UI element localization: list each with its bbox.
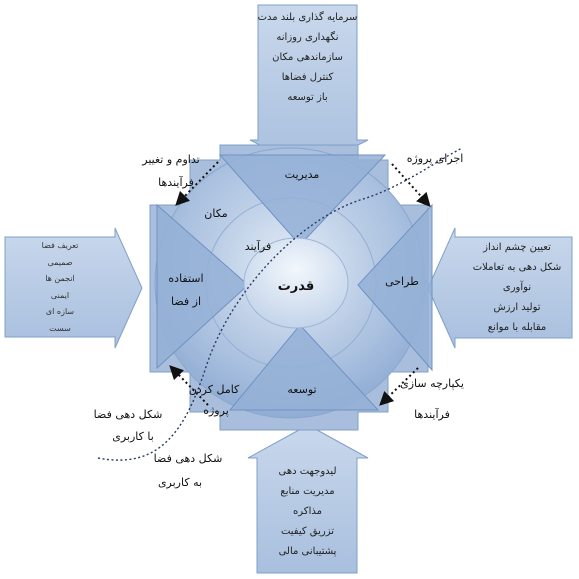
list-item: صمیمی (47, 257, 73, 267)
list-item: سازماندهی مکان (272, 52, 343, 63)
list-item: مدیریت منابع (280, 486, 335, 497)
right-box-list: تعیین چشم انداز شکل دهی به تعاملات نوآور… (463, 238, 571, 338)
left-quadrant-label-1: استفاده (168, 272, 203, 285)
dotted-arrow-bottom-left (169, 365, 209, 406)
list-item: تعیین چشم انداز (483, 242, 551, 253)
top-quadrant-label: مدیریت (285, 168, 320, 181)
inner-ring-label: فرآیند (245, 239, 272, 253)
annotation-bottom-right-2: فرآیندها (414, 407, 450, 421)
right-box-arrow (427, 227, 573, 349)
list-item: تزریق کیفیت (280, 526, 335, 537)
bottom-triangle (228, 324, 380, 411)
list-item: ایمنی (50, 290, 70, 300)
bottom-box-arrow (247, 424, 369, 574)
list-item: شکل دهی به تعاملات (472, 262, 562, 273)
left-quadrant-label-2: از فضا (171, 295, 201, 308)
list-item: سازه ای (45, 307, 75, 316)
top-triangle (218, 154, 387, 246)
annotation-top-left-1: تداوم و تغییر (141, 153, 199, 166)
dotted-arrow-top-right (391, 163, 431, 207)
outer-ring-label: مکان (204, 207, 228, 220)
list-item: لیدوجهت دهی (278, 466, 337, 477)
bottom-quadrant-label: توسعه (287, 383, 316, 396)
right-triangle (357, 203, 433, 372)
left-box-arrow (4, 227, 143, 349)
core-circle (243, 237, 349, 329)
annotation-bottom-left-a-1: کامل کردن (189, 383, 240, 396)
annotation-bottom-left-b-1: شکل دهی فضا (94, 408, 163, 421)
list-item: پشتیبانی مالی (278, 546, 337, 557)
annotation-bottom-right-1: یکپارچه سازی (400, 377, 464, 390)
annotation-bottom-left-a-2: پروژه (203, 404, 229, 417)
list-item: سست (49, 323, 71, 333)
list-item: باز توسعه (287, 92, 328, 103)
core-label: قدرت (278, 279, 315, 294)
top-box-list: سرمایه گذاری بلند مدت نگهداری روزانه ساز… (257, 8, 358, 108)
annotation-bottom-left-c-1: شکل دهی فضا (154, 452, 223, 465)
annotation-bottom-left-b-2: با کاربری (112, 430, 154, 443)
right-quadrant-label: طراحی (385, 275, 419, 288)
list-item: سرمایه گذاری بلند مدت (257, 12, 358, 23)
dotted-flow-curve (97, 147, 463, 461)
left-triangle (156, 203, 249, 370)
list-item: نگهداری روزانه (276, 32, 339, 43)
list-item: تعریف فضا (41, 241, 79, 250)
annotation-bottom-left-c-2: به کاربری (158, 476, 202, 489)
dotted-arrow-bottom-right (379, 367, 419, 406)
bottom-box-list: لیدوجهت دهی مدیریت منابع مذاکره تزریق کی… (258, 462, 357, 562)
annotation-top-right: اجرای پروژه (407, 152, 464, 165)
annotation-top-left-2: فرآیندها (158, 175, 194, 189)
list-item: کنترل فضاها (281, 72, 334, 83)
left-box-list: تعریف فضا صمیمی انجمن ها ایمنی سازه ای س… (6, 238, 114, 337)
list-item: تولید ارزش (493, 302, 541, 313)
list-item: مقابله با موانع (487, 322, 547, 333)
list-item: انجمن ها (45, 274, 75, 283)
list-item: مذاکره (293, 506, 322, 517)
list-item: نوآوری (502, 282, 532, 293)
